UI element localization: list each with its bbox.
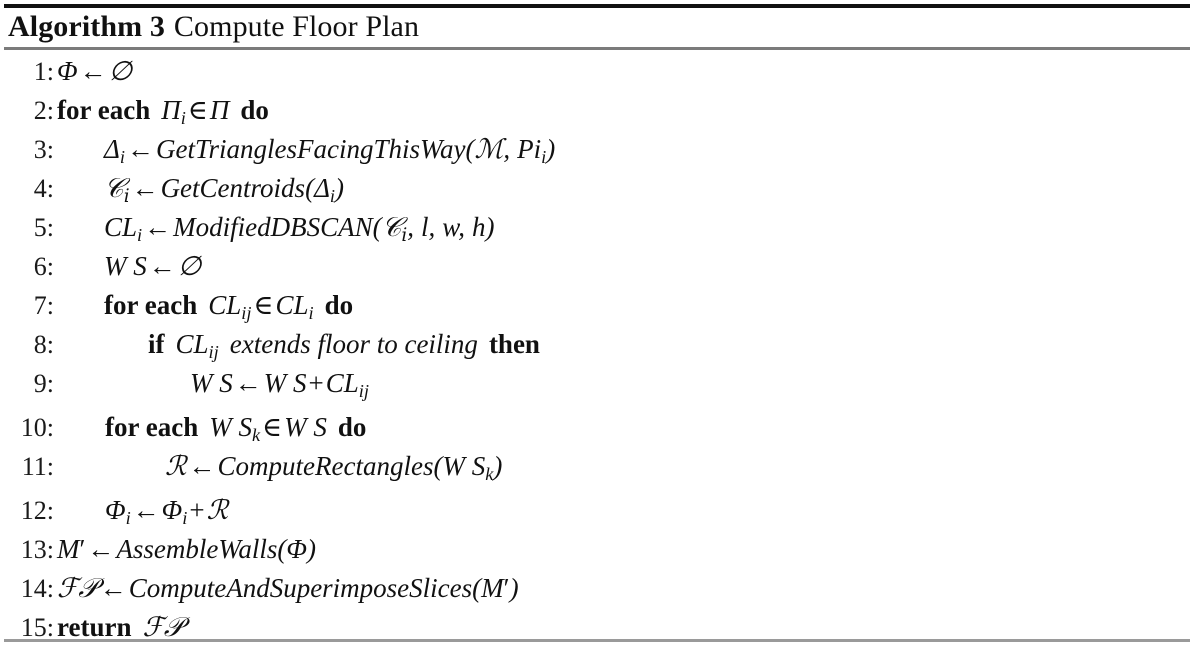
- rule-under-title: [4, 47, 1190, 50]
- line-number: 8: [0, 325, 54, 364]
- line-number: 2: [0, 91, 54, 130]
- line-number: 14: [0, 569, 54, 608]
- line-content: Φ←∅: [57, 56, 133, 86]
- line-content: CLi←ModifiedDBSCAN(𝒞i,l,w,h): [104, 212, 495, 247]
- rule-bottom: [4, 639, 1190, 642]
- line-content: 𝒞i←GetCentroids(Δi): [104, 173, 345, 208]
- line-content: W S←∅: [104, 251, 202, 281]
- line-number: 4: [0, 169, 54, 208]
- algorithm-line: 4 𝒞i←GetCentroids(Δi): [0, 169, 1200, 208]
- algorithm-line: 12 Φi←Φi+ℛ: [0, 491, 1200, 530]
- line-content: Δi←GetTrianglesFacingThisWay(ℳ,Pii): [104, 134, 556, 168]
- line-number: 13: [0, 530, 54, 569]
- algorithm-line: 3 Δi←GetTrianglesFacingThisWay(ℳ,Pii): [0, 130, 1200, 169]
- line-content: ℱ𝒫←ComputeAndSuperimposeSlices(M′): [57, 573, 519, 604]
- line-content: W S←W S+CLij: [190, 368, 369, 402]
- line-content: Φi←Φi+ℛ: [105, 495, 229, 529]
- line-number: 9: [0, 364, 54, 403]
- line-number: 1: [0, 52, 54, 91]
- algorithm-title: Algorithm 3 Compute Floor Plan: [8, 8, 419, 46]
- rule-top: [4, 4, 1190, 8]
- line-content: ℛ←ComputeRectangles(W Sk): [165, 451, 503, 485]
- line-number: 10: [0, 408, 54, 447]
- line-number: 5: [0, 208, 54, 247]
- algorithm-line: 5 CLi←ModifiedDBSCAN(𝒞i,l,w,h): [0, 208, 1200, 247]
- line-number: 11: [0, 447, 54, 486]
- algorithm-line: 6 W S←∅: [0, 247, 1200, 286]
- line-number: 6: [0, 247, 54, 286]
- line-number: 7: [0, 286, 54, 325]
- algorithm-line: 14 ℱ𝒫←ComputeAndSuperimposeSlices(M′): [0, 569, 1200, 608]
- line-number: 12: [0, 491, 54, 530]
- line-number: 3: [0, 130, 54, 169]
- line-content: M′←AssembleWalls(Φ): [57, 534, 316, 564]
- algorithm-line: 13 M′←AssembleWalls(Φ): [0, 530, 1200, 569]
- algorithm-title-caption: Compute Floor Plan: [173, 10, 420, 43]
- algorithm-line: 9 W S←W S+CLij: [0, 364, 1200, 403]
- line-number: 15: [0, 608, 54, 647]
- algorithm-line: 1 Φ←∅: [0, 52, 1200, 91]
- algorithm-title-keyword: Algorithm 3: [8, 10, 165, 43]
- algorithm-line: 11 ℛ←ComputeRectangles(W Sk): [0, 447, 1200, 486]
